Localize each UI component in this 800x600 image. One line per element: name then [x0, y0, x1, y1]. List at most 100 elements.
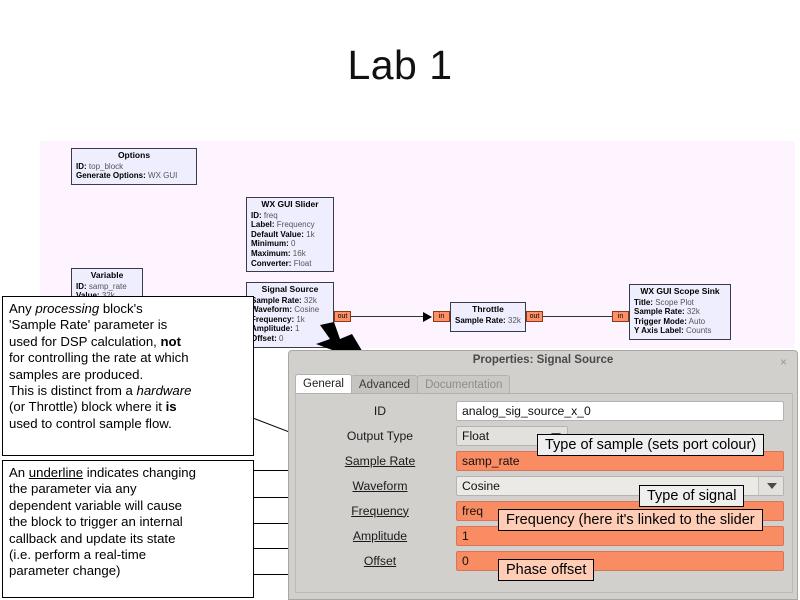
throttle-out-port[interactable]: out: [526, 311, 543, 322]
note-emphasis: processing: [35, 301, 100, 316]
note-line: An underline indicates changing: [9, 465, 247, 481]
param-key: Value:: [76, 291, 100, 300]
block-title: Options: [117, 150, 151, 160]
param-key: Y Axis Label:: [634, 326, 684, 336]
block-param-row: ID: samp_rate: [76, 282, 138, 292]
options-block[interactable]: Options ID: top_block Generate Options: …: [71, 148, 197, 185]
param-value: Auto: [688, 316, 706, 326]
tip-output-type: Type of sample (sets port colour): [537, 434, 765, 456]
note-line: dependent variable will cause: [9, 497, 183, 513]
signal-source-out-port[interactable]: out: [334, 311, 351, 322]
param-key: Title:: [634, 297, 653, 307]
block-param-row: ID: freq: [251, 211, 329, 221]
field-label-output-type: Output Type: [346, 428, 414, 443]
note-line: the block to trigger an internal: [9, 514, 183, 530]
scope-sink-in-port[interactable]: in: [612, 311, 629, 322]
note-line: Any processing block's: [9, 301, 247, 317]
tip-frequency: Frequency (here it's linked to the slide…: [498, 509, 763, 531]
block-title: Variable: [90, 270, 124, 280]
param-key: Generate Options:: [76, 171, 146, 181]
field-label-sample-rate: Sample Rate: [344, 453, 416, 468]
param-value: 1k: [306, 229, 315, 239]
wx-gui-slider-block[interactable]: WX GUI Slider ID: freq Label: Frequency …: [246, 197, 334, 273]
param-key: ID:: [251, 210, 262, 220]
wire-signal-source-to-throttle: [351, 316, 423, 317]
tab-general[interactable]: General: [295, 374, 352, 394]
param-key: Frequency:: [251, 314, 295, 324]
note-line: used for DSP calculation, not: [9, 334, 247, 350]
param-value: Frequency: [276, 220, 315, 230]
param-value: Cosine: [294, 305, 320, 315]
block-param-row: Minimum: 0: [251, 239, 329, 249]
block-title: Throttle: [472, 304, 504, 314]
leader-line-offset: [254, 574, 310, 576]
leader-line-waveform: [254, 497, 310, 499]
param-value: Counts: [686, 326, 712, 336]
param-key: Default Value:: [251, 229, 304, 239]
param-value: WX GUI: [148, 171, 178, 181]
wire-arrow-icon: [423, 312, 432, 322]
dialog-tabs[interactable]: General Advanced Documentation: [295, 374, 511, 394]
throttle-block[interactable]: Throttle Sample Rate: 32k: [450, 302, 526, 332]
note-text: This is distinct from a: [9, 383, 137, 399]
block-param-row: Generate Options: WX GUI: [76, 171, 192, 181]
note-text: used for DSP calculation,: [9, 333, 161, 349]
note-line: This is distinct from a hardware: [9, 383, 247, 399]
note-line: (i.e. perform a real-time: [9, 547, 147, 563]
param-value: samp_rate: [88, 281, 127, 291]
block-param-row: Title: Scope Plot: [634, 298, 726, 308]
note-line: samples are produced.: [9, 366, 144, 382]
block-param-row: Sample Rate: 32k: [634, 307, 726, 317]
dialog-titlebar[interactable]: Properties: Signal Source ×: [289, 351, 797, 373]
chevron-down-icon: [767, 482, 777, 489]
block-param-row: Value: 32k: [76, 291, 138, 301]
param-key: Trigger Mode:: [634, 316, 687, 326]
wx-gui-scope-sink-block[interactable]: WX GUI Scope Sink Title: Scope Plot Samp…: [629, 284, 731, 340]
param-value: Scope Plot: [655, 297, 694, 307]
field-control-id: analog_sig_source_x_0: [456, 400, 784, 421]
param-value: 32k: [686, 307, 700, 317]
block-param-row: Converter: Float: [251, 259, 329, 269]
field-label-frequency: Frequency: [351, 503, 409, 518]
throttle-in-port[interactable]: in: [433, 311, 450, 322]
id-input[interactable]: analog_sig_source_x_0: [456, 400, 784, 421]
param-key: Label:: [251, 220, 275, 230]
note-line: for controlling the rate at which: [9, 350, 189, 366]
param-value: 0: [291, 239, 296, 249]
field-label-id: ID: [373, 403, 387, 418]
param-value: 32k: [507, 315, 521, 325]
wire-throttle-to-scope-sink: [543, 316, 612, 317]
param-key: ID:: [76, 161, 87, 171]
param-key: Offset:: [251, 333, 277, 343]
tab-documentation[interactable]: Documentation: [417, 375, 511, 394]
param-key: ID:: [76, 281, 87, 291]
param-value: 1k: [296, 314, 305, 324]
param-key: Amplitude:: [251, 324, 293, 334]
param-value: freq: [263, 210, 278, 220]
close-icon[interactable]: ×: [779, 355, 787, 369]
note-emphasis: hardware: [136, 383, 192, 399]
output-type-value: Float: [462, 428, 490, 443]
page-title: Lab 1: [347, 42, 453, 88]
tip-waveform: Type of signal: [639, 485, 745, 507]
note-strong: not: [160, 333, 182, 349]
note-line: 'Sample Rate' parameter is: [9, 317, 168, 333]
waveform-value: Cosine: [462, 478, 500, 493]
param-key: Sample Rate:: [251, 295, 302, 305]
tip-offset: Phase offset: [498, 559, 595, 581]
note-underline-meaning: An underline indicates changing the para…: [2, 460, 254, 598]
signal-source-block[interactable]: Signal Source Sample Rate: 32k Waveform:…: [246, 282, 334, 348]
leader-line-sample-rate: [254, 470, 310, 472]
block-title: WX GUI Slider: [261, 199, 319, 209]
tab-advanced[interactable]: Advanced: [350, 375, 419, 394]
leader-line-amplitude: [254, 548, 310, 550]
param-value: 32k: [102, 291, 115, 300]
param-value: 1: [295, 324, 300, 334]
note-text: An: [9, 465, 29, 480]
note-text: block's: [99, 301, 143, 316]
note-line: (or Throttle) block where it is: [9, 399, 247, 415]
block-param-row: Waveform: Cosine: [251, 305, 329, 315]
param-value: 0: [279, 333, 284, 343]
note-text: Any: [9, 301, 36, 316]
field-label-offset: Offset: [363, 553, 397, 568]
